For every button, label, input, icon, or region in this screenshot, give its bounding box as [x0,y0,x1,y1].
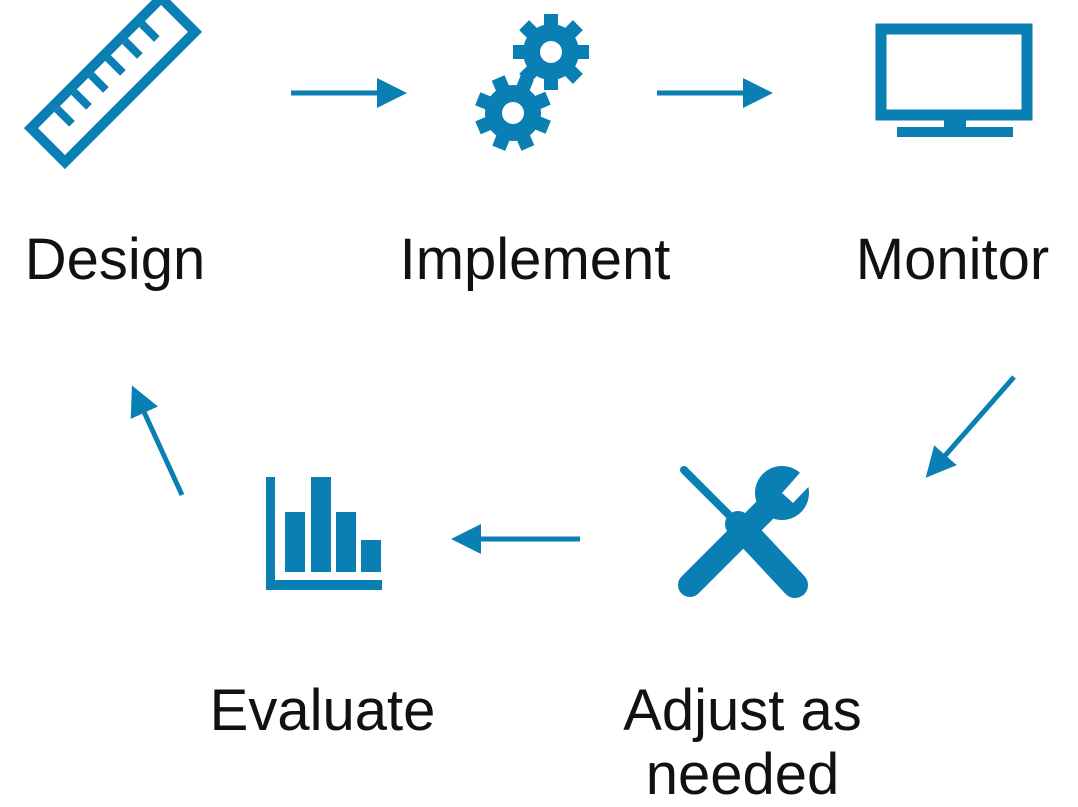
gears-icon [475,14,589,151]
bar-chart-icon [266,477,382,590]
step-label-monitor: Monitor [855,227,1050,292]
step-label-evaluate: Evaluate [209,678,436,743]
tools-icon [678,466,815,598]
arrow-monitor-to-adjust [925,375,1016,478]
step-label-design: Design [24,227,206,292]
step-label-implement: Implement [399,227,671,292]
arrow-evaluate-to-design [130,385,185,497]
ruler-icon [23,0,203,170]
step-label-adjust: Adjust as needed [623,678,862,807]
monitor-icon [875,23,1033,137]
